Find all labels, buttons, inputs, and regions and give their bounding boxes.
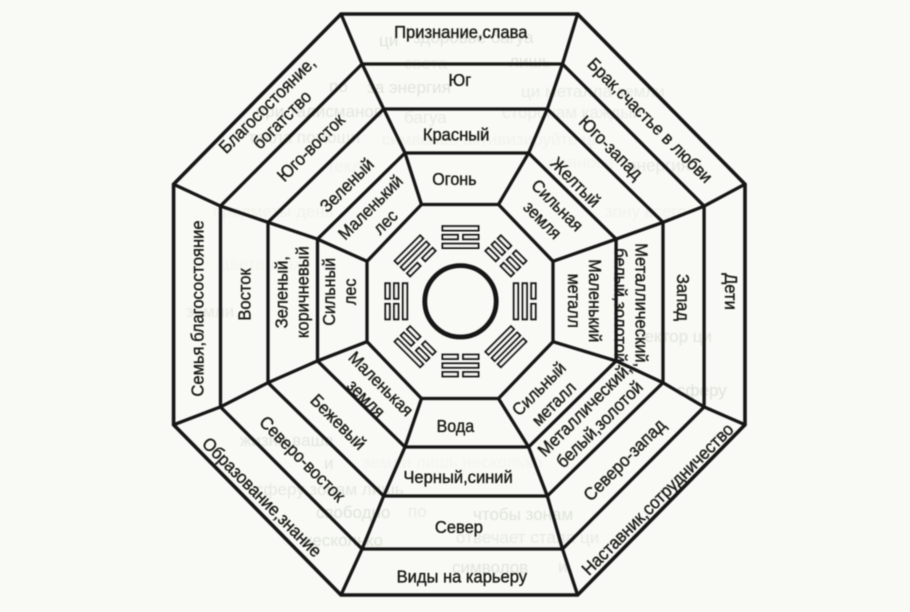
svg-text:зону всего: зону всего xyxy=(605,202,687,221)
svg-text:Север: Север xyxy=(435,516,483,537)
svg-text:ци: ци xyxy=(379,31,398,50)
svg-text:символов активизируйте ци: символов активизируйте ци xyxy=(382,130,601,149)
svg-text:коричневый: коричневый xyxy=(292,246,313,338)
svg-text:Металлический,: Металлический, xyxy=(631,243,652,367)
svg-text:за энергия: за энергия xyxy=(367,78,451,97)
svg-text:Вода: Вода xyxy=(437,416,475,436)
svg-text:лишь: лишь xyxy=(509,52,551,71)
svg-text:багуа: багуа xyxy=(404,108,447,127)
svg-text:сектор ци: сектор ци xyxy=(636,327,712,346)
svg-text:ци металла земли: ци металла земли xyxy=(521,82,665,101)
svg-text:сторонам каждый: сторонам каждый xyxy=(502,103,642,122)
svg-text:Семья,благосостояние: Семья,благосостояние xyxy=(187,220,208,396)
svg-text:Признание,слава: Признание,слава xyxy=(394,21,528,42)
svg-text:отвечает стала ци: отвечает стала ци xyxy=(456,528,599,547)
svg-text:и: и xyxy=(558,557,568,576)
svg-text:жизни ваша: жизни ваша xyxy=(240,431,334,450)
svg-text:Огонь: Огонь xyxy=(432,169,476,189)
svg-text:текла помощи: текла помощи xyxy=(248,128,360,147)
svg-text:Красный: Красный xyxy=(423,124,490,145)
svg-text:Зеленый,: Зеленый, xyxy=(271,256,292,328)
svg-text:Восток: Восток xyxy=(234,268,255,321)
svg-text:и: и xyxy=(324,454,334,473)
svg-text:сферу зонам лишь: сферу зонам лишь xyxy=(255,480,404,499)
svg-text:текла: текла xyxy=(327,157,372,176)
svg-text:Юг: Юг xyxy=(449,69,472,90)
svg-text:предметы день: предметы день xyxy=(213,202,334,221)
svg-text:Черный,синий: Черный,синий xyxy=(403,466,512,487)
svg-text:белый,золотой: белый,золотой xyxy=(610,248,631,362)
svg-text:металл: металл xyxy=(564,274,584,328)
svg-text:при талисманов: при талисманов xyxy=(256,102,383,121)
svg-text:лес: лес xyxy=(340,279,360,305)
svg-text:энергия: энергия xyxy=(628,156,690,175)
svg-text:Запад: Запад xyxy=(673,274,694,321)
svg-text:Маленький: Маленький xyxy=(585,259,605,342)
svg-text:земли лишь несколько: земли лишь несколько xyxy=(363,453,542,472)
svg-text:символов: символов xyxy=(452,558,528,577)
svg-text:по: по xyxy=(408,502,427,521)
svg-text:здоровье багуа: здоровье багуа xyxy=(413,28,534,47)
svg-text:Дети: Дети xyxy=(721,273,742,310)
svg-text:цвета дому: цвета дому xyxy=(220,255,309,274)
svg-text:сферу: сферу xyxy=(677,381,727,400)
svg-text:чтобы зонам: чтобы зонам xyxy=(473,505,573,524)
svg-text:свободно: свободно xyxy=(316,503,390,522)
svg-text:Виды на карьеру: Виды на карьеру xyxy=(397,566,528,587)
svg-text:Сильный: Сильный xyxy=(319,258,339,326)
